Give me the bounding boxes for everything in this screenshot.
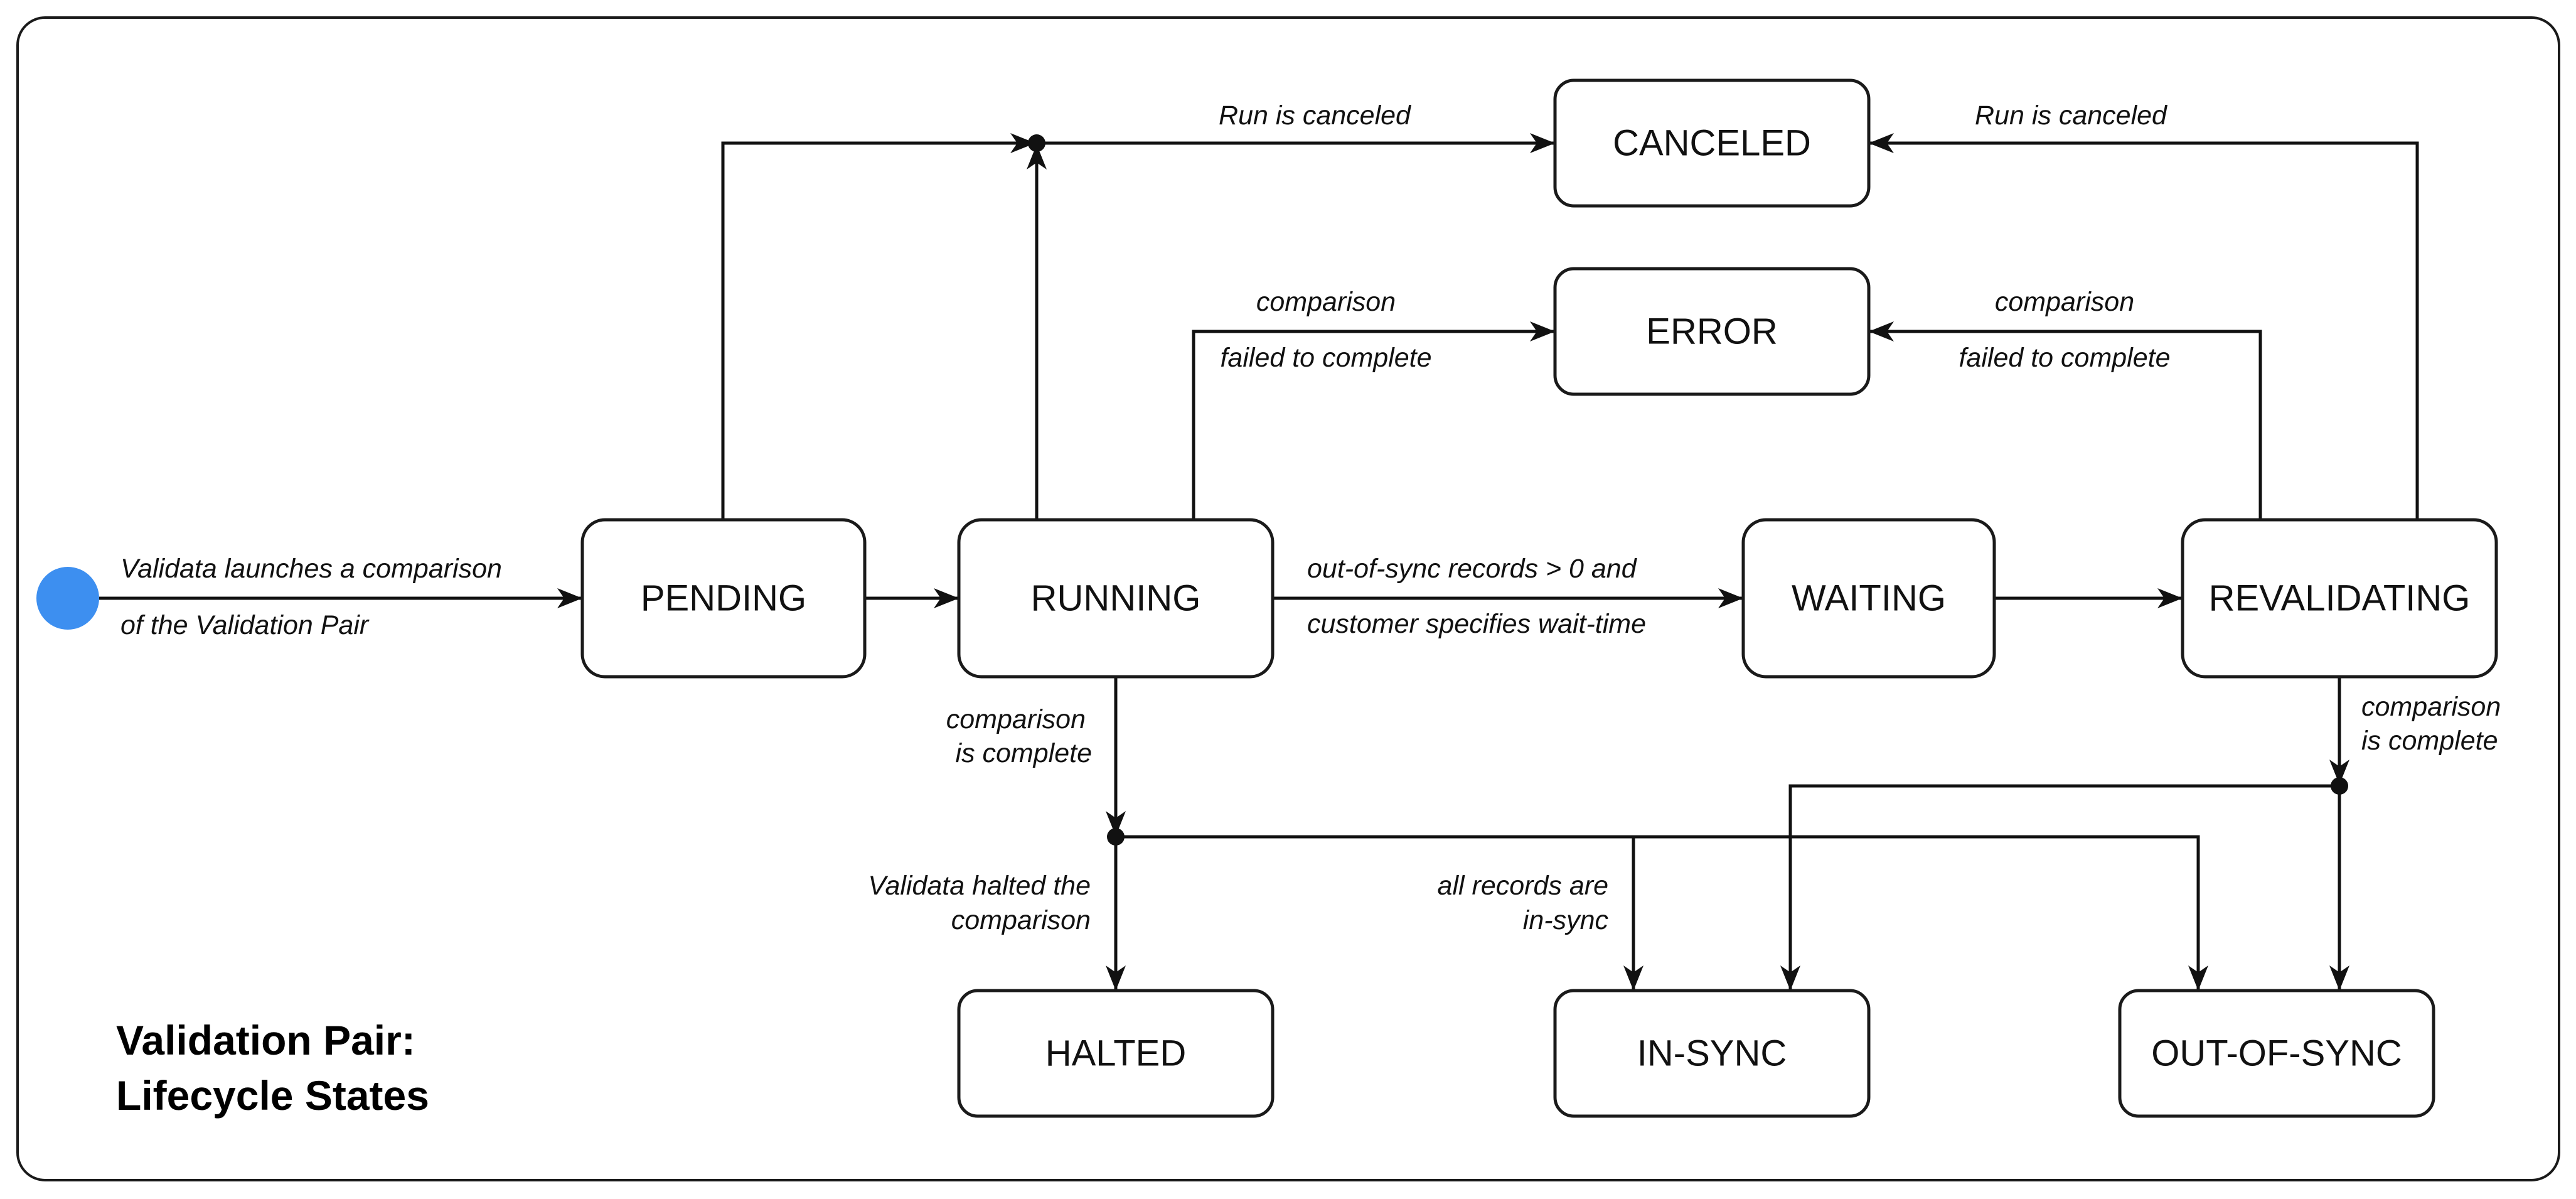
halted-label-line1: Validata halted the — [868, 871, 1091, 901]
state-in-sync: IN-SYNC — [1553, 989, 1871, 1118]
run-canceled-label-right: Run is canceled — [1975, 100, 2168, 131]
edge-revalidating-to-error — [1869, 321, 2262, 520]
start-state-marker — [36, 567, 99, 630]
state-canceled-label: CANCELED — [1613, 123, 1811, 164]
state-waiting-label: WAITING — [1792, 578, 1946, 619]
to-waiting-label-line2: customer specifies wait-time — [1307, 609, 1646, 639]
state-error: ERROR — [1553, 267, 1871, 396]
in-sync-label-line1: all records are — [1438, 871, 1608, 901]
state-out-of-sync: OUT-OF-SYNC — [2118, 989, 2435, 1118]
state-revalidating-label: REVALIDATING — [2209, 578, 2471, 619]
state-pending-label: PENDING — [641, 578, 806, 619]
state-waiting: WAITING — [1741, 518, 1996, 679]
revalidating-complete-label-line1: comparison — [2361, 692, 2501, 722]
failed-right-label-line2: failed to complete — [1959, 343, 2170, 373]
state-revalidating: REVALIDATING — [2181, 518, 2498, 679]
run-canceled-label-left: Run is canceled — [1219, 100, 1412, 131]
failed-left-label-line2: failed to complete — [1220, 343, 1431, 373]
revalidating-complete-label-line2: is complete — [2361, 726, 2498, 756]
halted-label-line2: comparison — [951, 905, 1091, 935]
running-complete-label-line1: comparison — [946, 704, 1086, 734]
state-error-label: ERROR — [1646, 311, 1777, 352]
junction-revalidating-complete — [2331, 777, 2348, 795]
launch-label-line2: of the Validation Pair — [120, 610, 370, 640]
edge-revalidating-to-canceled — [1869, 133, 2419, 520]
junction-canceled — [1028, 134, 1045, 152]
diagram-title-line1: Validation Pair: — [116, 1017, 415, 1063]
edge-right-junction-to-in-sync — [1780, 784, 2339, 991]
running-complete-label-line2: is complete — [956, 738, 1092, 768]
failed-right-label-line1: comparison — [1995, 287, 2134, 317]
state-running-label: RUNNING — [1031, 578, 1201, 619]
in-sync-label-line2: in-sync — [1523, 905, 1609, 935]
state-halted: HALTED — [957, 989, 1275, 1118]
failed-left-label-line1: comparison — [1256, 287, 1396, 317]
launch-label-line1: Validata launches a comparison — [120, 554, 502, 584]
edge-pending-canceled — [721, 133, 1035, 520]
state-canceled: CANCELED — [1553, 78, 1871, 208]
junction-running-complete — [1107, 828, 1125, 846]
diagram-title-line2: Lifecycle States — [116, 1072, 429, 1119]
state-in-sync-label: IN-SYNC — [1637, 1033, 1787, 1074]
state-out-of-sync-label: OUT-OF-SYNC — [2151, 1033, 2402, 1074]
state-running: RUNNING — [957, 518, 1275, 679]
edge-junction-to-out-of-sync — [1633, 835, 2208, 991]
edge-running-to-error — [1192, 321, 1555, 520]
to-waiting-label-line1: out-of-sync records > 0 and — [1307, 554, 1638, 584]
state-pending: PENDING — [580, 518, 867, 679]
state-halted-label: HALTED — [1045, 1033, 1187, 1074]
